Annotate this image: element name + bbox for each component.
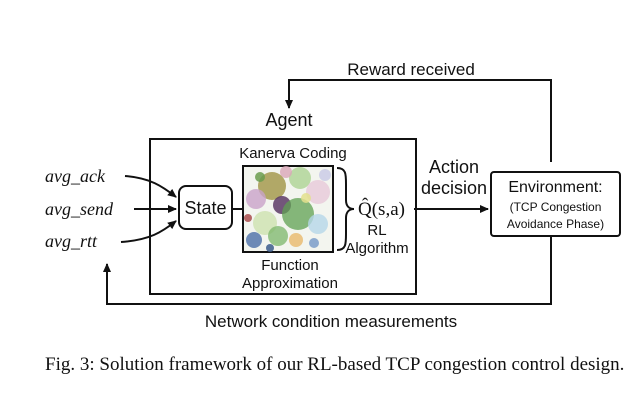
input-avg-rtt: avg_rtt xyxy=(45,231,98,251)
network-arrow xyxy=(103,236,552,305)
environment-box xyxy=(490,171,621,237)
action-label-line1: Action xyxy=(429,157,479,177)
reward-arrow xyxy=(285,79,552,162)
action-label-line2: decision xyxy=(421,178,487,198)
avg-ack-arrow xyxy=(124,175,177,198)
function-approx-label-line1: Function xyxy=(261,257,319,274)
function-approx-label-line2: Approximation xyxy=(242,275,338,292)
avg-rtt-arrow xyxy=(120,220,177,243)
rl-label-line1: RL xyxy=(367,222,386,239)
agent-box xyxy=(149,138,417,295)
function-approximation-image xyxy=(242,165,334,253)
environment-title: Environment: xyxy=(508,179,602,196)
state-label: State xyxy=(184,198,226,218)
input-avg-ack: avg_ack xyxy=(45,166,106,186)
figure-caption: Fig. 3: Solution framework of our RL-bas… xyxy=(45,354,625,375)
state-box xyxy=(178,185,233,230)
agent-label: Agent xyxy=(265,110,312,130)
environment-line3: Avoidance Phase) xyxy=(507,217,604,231)
reward-label: Reward received xyxy=(347,60,475,79)
environment-line2: (TCP Congestion xyxy=(510,200,602,214)
curly-brace xyxy=(336,167,355,251)
rl-label-line2: Algorithm xyxy=(345,240,408,257)
kanerva-label: Kanerva Coding xyxy=(239,145,347,162)
network-label: Network condition measurements xyxy=(205,312,457,331)
q-value-label: Q̂(s,a) xyxy=(358,198,405,220)
input-avg-send: avg_send xyxy=(45,199,114,219)
